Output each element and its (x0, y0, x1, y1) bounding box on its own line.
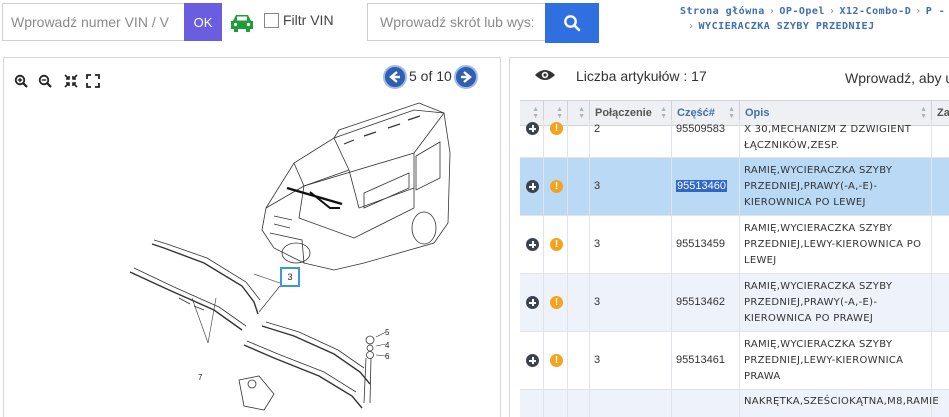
van-illustration (261, 102, 451, 271)
filter-vin-checkbox[interactable] (264, 13, 279, 28)
part-number[interactable]: 95513461 (676, 354, 725, 366)
filter-vin-label: Filtr VIN (283, 12, 334, 28)
connection-value: 2 (594, 123, 601, 135)
vin-input[interactable] (2, 3, 184, 41)
table-row-selected[interactable]: ! 3 95513460 RAMIĘ,WYCIERACZKA SZYBY PRZ… (520, 158, 949, 216)
top-bar: OK Filtr VIN Strona główna›OP-Opel›X12-C… (0, 0, 949, 44)
diagram-label-7[interactable]: 7 (198, 373, 203, 382)
car-icon[interactable] (229, 12, 255, 34)
search-button[interactable] (545, 3, 599, 43)
description-line: LEWEJ (744, 255, 777, 266)
connection-value: 3 (594, 238, 601, 250)
parts-table-body: ! 2 95509583 X 30,MECHANIZM Z DZWIGIENT … (520, 120, 949, 417)
table-row[interactable]: NAKRĘTKA,SZEŚCIOKĄTNA,M8,RAMIE (520, 390, 949, 417)
part-number[interactable]: 95513459 (676, 238, 725, 250)
description-line: RAMIĘ,WYCIERACZKA SZYBY (744, 339, 893, 350)
column-extra[interactable]: Za (937, 107, 949, 119)
part-number[interactable]: 95513462 (676, 296, 725, 308)
connection-value: 3 (594, 354, 601, 366)
breadcrumb: Strona główna›OP-Opel›X12-Combo-D›P - ›W… (680, 6, 946, 32)
description-line: NAKRĘTKA,SZEŚCIOKĄTNA,M8,RAMIE (744, 396, 940, 407)
warning-icon[interactable]: ! (550, 180, 563, 193)
page-indicator: 5 of 10 (409, 68, 452, 84)
expand-icon[interactable] (526, 354, 539, 367)
parts-table-header: ▲▼ ▲▼ ▲▼ Połączenie▲▼ Część#▲▼ Opis▲▼ Za (520, 100, 949, 126)
column-description[interactable]: Opis▲▼ (740, 101, 932, 125)
table-row[interactable]: ! 3 95513459 RAMIĘ,WYCIERACZKA SZYBY PRZ… (520, 216, 949, 274)
connection-value: 3 (594, 180, 601, 192)
parts-panel: Liczba artykułów : 17 Wprowadź, aby us ▲… (509, 57, 949, 417)
shortcut-search-input[interactable] (367, 3, 545, 41)
parts-diagram: 5 4 6 7 (129, 102, 451, 411)
next-page-button[interactable] (454, 65, 478, 89)
column-expand[interactable]: ▲▼ (520, 101, 544, 125)
description-line: PRZEDNIEJ,LEWY-KIEROWNICA (744, 355, 904, 366)
search-icon (564, 15, 581, 32)
arrow-left-icon (389, 71, 400, 83)
part-number[interactable]: 95509583 (676, 123, 725, 135)
breadcrumb-model[interactable]: X12-Combo-D (839, 6, 912, 17)
breadcrumb-make[interactable]: OP-Opel (779, 6, 825, 17)
warning-icon[interactable]: ! (550, 354, 563, 367)
breadcrumb-home[interactable]: Strona główna (680, 6, 765, 17)
expand-icon[interactable] (526, 238, 539, 251)
column-blank[interactable]: ▲▼ (568, 101, 590, 125)
diagram-panel: 5 of 10 (3, 57, 501, 417)
article-count: Liczba artykułów : 17 (576, 68, 707, 84)
column-part-number[interactable]: Część#▲▼ (672, 101, 740, 125)
enter-prompt-text: Wprowadź, aby us (845, 70, 949, 86)
description-line: KIEROWNICA PO LEWEJ (744, 197, 866, 208)
description-line: PRAWA (744, 371, 781, 382)
diagram-label-5[interactable]: 5 (385, 328, 390, 337)
expand-icon[interactable] (526, 296, 539, 309)
wiper-parts-illustration (129, 239, 387, 411)
breadcrumb-group[interactable]: P - (925, 6, 946, 17)
warning-icon[interactable]: ! (550, 122, 563, 135)
expand-icon[interactable] (526, 180, 539, 193)
description-line: KIEROWNICA PO PRAWEJ (744, 313, 874, 324)
table-row[interactable]: ! 3 95513461 RAMIĘ,WYCIERACZKA SZYBY PRZ… (520, 332, 949, 390)
part-number[interactable]: 95513460 (676, 180, 727, 192)
table-row[interactable]: ! 3 95513462 RAMIĘ,WYCIERACZKA SZYBY PRZ… (520, 274, 949, 332)
zoom-in-icon[interactable] (14, 74, 28, 88)
zoom-out-icon[interactable] (38, 74, 52, 88)
description-line: PRZEDNIEJ,PRAWY(-A,-E)- (744, 297, 878, 308)
previous-page-button[interactable] (383, 65, 407, 89)
expand-icon[interactable] (526, 122, 539, 135)
table-row[interactable]: ! 2 95509583 X 30,MECHANIZM Z DZWIGIENT … (520, 120, 949, 158)
diagram-label-4[interactable]: 4 (385, 341, 390, 350)
diagram-label-6[interactable]: 6 (385, 352, 390, 361)
arrow-right-icon (461, 71, 472, 83)
column-warning[interactable]: ▲▼ (544, 101, 568, 125)
fullscreen-icon[interactable] (86, 74, 100, 88)
eye-icon[interactable] (534, 68, 556, 82)
description-line: RAMIĘ,WYCIERACZKA SZYBY (744, 165, 893, 176)
ok-button[interactable]: OK (184, 3, 222, 41)
breadcrumb-current: WYCIERACZKA SZYBY PRZEDNIEJ (698, 21, 875, 32)
diagram-callout-3[interactable]: 3 (280, 267, 300, 287)
shrink-icon[interactable] (64, 74, 78, 88)
description-line: RAMIĘ,WYCIERACZKA SZYBY (744, 281, 893, 292)
description-line: RAMIĘ,WYCIERACZKA SZYBY (744, 223, 893, 234)
warning-icon[interactable]: ! (550, 238, 563, 251)
warning-icon[interactable]: ! (550, 296, 563, 309)
connection-value: 3 (594, 296, 601, 308)
column-connection[interactable]: Połączenie▲▼ (590, 101, 672, 125)
description-line: PRZEDNIEJ,PRAWY(-A,-E)- (744, 181, 878, 192)
description-line: ŁĄCZNIKÓW,ZESP. (744, 140, 840, 151)
description-line: PRZEDNIEJ,LEWY-KIEROWNICA PO (744, 239, 922, 250)
description-line: X 30,MECHANIZM Z DZWIGIENT (744, 124, 912, 135)
